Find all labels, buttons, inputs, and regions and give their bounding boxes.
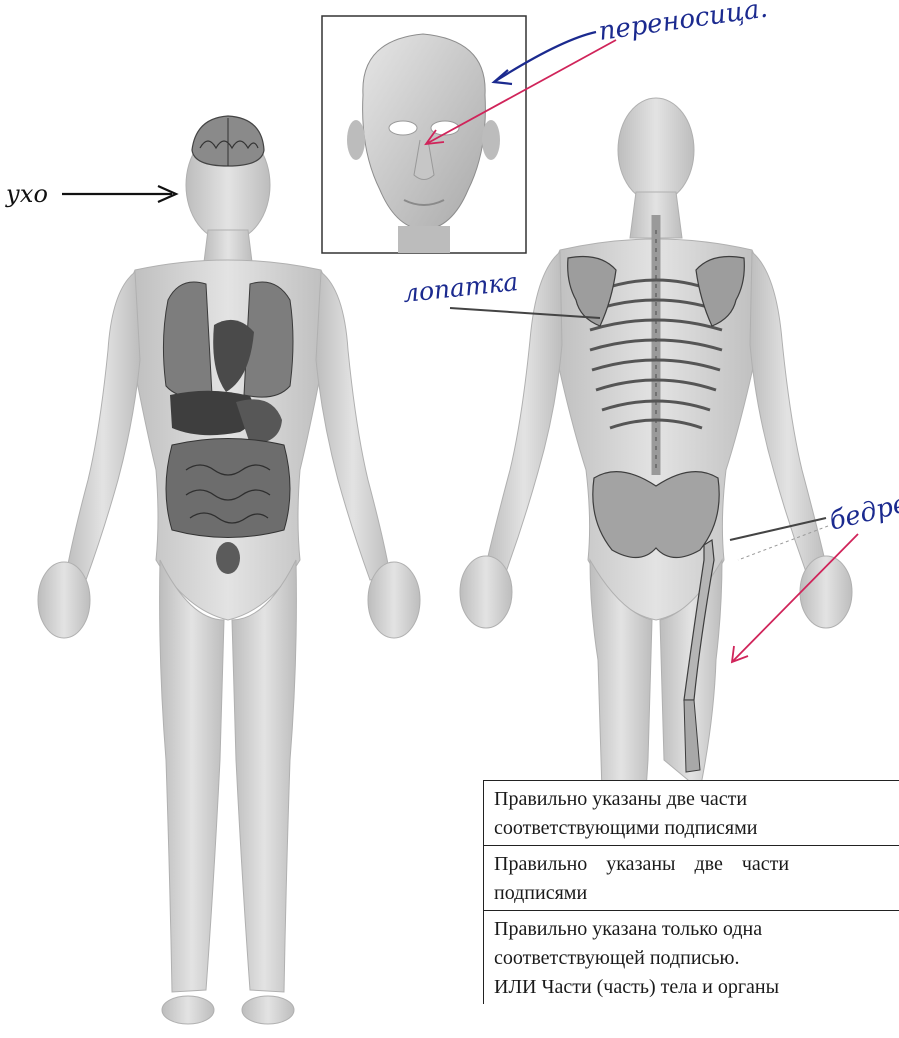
row-text-line: Правильно указана только одна (494, 915, 899, 944)
ear-label: ухо (5, 180, 48, 208)
table-row: Правильно указана только одна соответств… (484, 911, 899, 1005)
row-text-line: соответствующими подписями (494, 814, 899, 843)
row-text-line: ИЛИ Части (часть) тела и органы (494, 973, 899, 1002)
femur-label: бедре (826, 488, 899, 536)
row-text-line: соответствующей подписью. (494, 944, 899, 973)
row-text-line: Правильно указаны две части (494, 785, 899, 814)
table-row: Правильно указаны две части подписями (484, 846, 899, 911)
table-row: Правильно указаны две части соответствую… (484, 781, 899, 846)
front-body-figure (38, 129, 420, 1024)
criteria-table: Правильно указаны две части соответствую… (483, 780, 899, 1004)
page-cutoff (483, 1028, 899, 1038)
shoulder-blade-label: лопатка (402, 267, 520, 308)
row-text-line: подписями (494, 879, 899, 908)
nose-bridge-label: переносица. (597, 0, 770, 47)
row-text-line: Правильно указаны две части (494, 850, 899, 879)
